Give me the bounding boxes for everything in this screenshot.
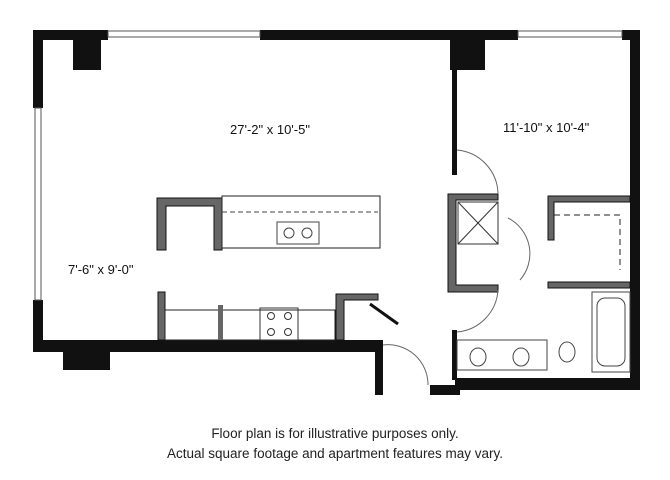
room-label-living: 27'-2" x 10'-5" xyxy=(230,122,310,137)
kitchen-counter xyxy=(157,291,399,341)
room-label-bedroom: 11'-10" x 10'-4" xyxy=(503,120,590,135)
walls xyxy=(33,30,640,395)
room-label-den: 7'-6" x 9'-0" xyxy=(68,262,134,277)
kitchen-island xyxy=(156,195,381,251)
caption-line-2: Actual square footage and apartment feat… xyxy=(167,446,503,461)
closets xyxy=(447,193,631,293)
bathroom xyxy=(456,291,631,373)
windows xyxy=(34,30,623,301)
doors xyxy=(382,149,531,386)
caption-line-1: Floor plan is for illustrative purposes … xyxy=(211,426,459,441)
